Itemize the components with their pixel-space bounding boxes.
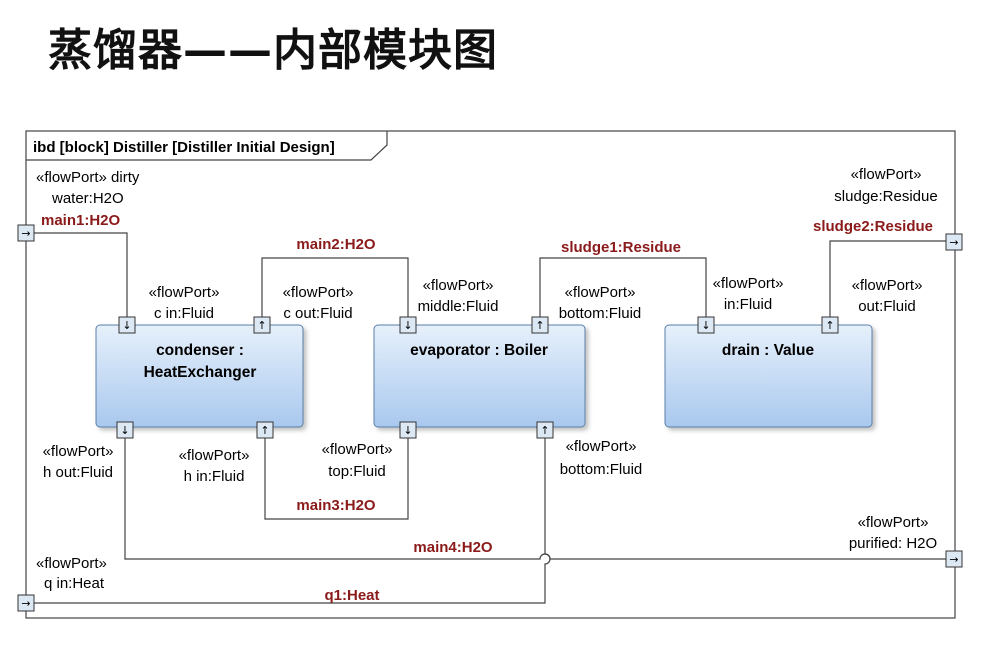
- connector-q1-label: q1:Heat: [324, 587, 379, 604]
- arrow-right-icon: →: [21, 227, 30, 240]
- port-evap-bottom-in[interactable]: ↑: [536, 421, 554, 439]
- arrow-up-icon: ↑: [535, 319, 544, 332]
- wire-q1: [34, 438, 551, 604]
- port-c-in-stereotype: «flowPort»: [149, 284, 220, 301]
- port-purified[interactable]: →: [945, 550, 963, 568]
- arrow-down-icon: ↓: [403, 319, 412, 332]
- port-q-in-name: q in:Heat: [44, 575, 105, 592]
- port-h-out-name: h out:Fluid: [43, 464, 113, 481]
- port-c-in[interactable]: ↓: [118, 316, 136, 334]
- block-drain-name: drain : Value: [722, 342, 815, 359]
- port-sludge-stereotype: «flowPort»: [851, 166, 922, 183]
- port-top-stereotype: «flowPort»: [322, 441, 393, 458]
- port-drain-out-name: out:Fluid: [858, 298, 916, 315]
- port-middle[interactable]: ↓: [399, 316, 417, 334]
- port-top-name: top:Fluid: [328, 463, 386, 480]
- port-h-in-stereotype: «flowPort»: [179, 447, 250, 464]
- connector-sludge1-label: sludge1:Residue: [561, 239, 681, 256]
- arrow-down-icon: ↓: [120, 424, 129, 437]
- connector-wires: [34, 232, 946, 604]
- port-evap-bottom-in-name: bottom:Fluid: [560, 461, 643, 478]
- arrow-up-icon: ↑: [540, 424, 549, 437]
- arrow-down-icon: ↓: [403, 424, 412, 437]
- port-purified-stereotype: «flowPort»: [858, 514, 929, 531]
- port-c-out[interactable]: ↑: [253, 316, 271, 334]
- port-q-in-stereotype: «flowPort»: [36, 555, 107, 572]
- connector-main3-label: main3:H2O: [296, 497, 376, 514]
- wire-main1: [34, 232, 128, 317]
- port-sludge-name: sludge:Residue: [834, 188, 937, 205]
- block-condenser-type: HeatExchanger: [144, 364, 257, 381]
- port-purified-name: purified: H2O: [849, 535, 937, 552]
- connector-labels: main1:H2O main2:H2O sludge1:Residue slud…: [41, 212, 933, 604]
- arrow-up-icon: ↑: [257, 319, 266, 332]
- block-evaporator-name: evaporator : Boiler: [410, 342, 548, 359]
- port-drain-in-stereotype: «flowPort»: [713, 275, 784, 292]
- port-h-out-stereotype: «flowPort»: [43, 443, 114, 460]
- frame-header-tab: [26, 131, 388, 161]
- port-middle-stereotype: «flowPort»: [423, 277, 494, 294]
- block-drain[interactable]: drain : Value: [664, 324, 873, 428]
- slide-title: 蒸馏器——内部模块图: [48, 25, 498, 76]
- arrow-down-icon: ↓: [122, 319, 131, 332]
- arrow-right-icon: →: [949, 553, 958, 566]
- connector-main1-label: main1:H2O: [41, 212, 121, 229]
- port-dirty-water-name: water:H2O: [51, 190, 124, 207]
- block-evaporator[interactable]: evaporator : Boiler: [373, 324, 586, 428]
- port-h-out[interactable]: ↓: [116, 421, 134, 439]
- port-evap-bottom-out-stereotype: «flowPort»: [565, 284, 636, 301]
- port-drain-out[interactable]: ↑: [821, 316, 839, 334]
- port-h-in-name: h in:Fluid: [184, 468, 245, 485]
- port-top[interactable]: ↓: [399, 421, 417, 439]
- connector-main4-label: main4:H2O: [413, 539, 493, 556]
- port-drain-out-stereotype: «flowPort»: [852, 277, 923, 294]
- port-evap-bottom-out-name: bottom:Fluid: [559, 305, 642, 322]
- port-dirty-water-stereotype: «flowPort» dirty: [36, 169, 140, 186]
- port-evap-bottom-out[interactable]: ↑: [531, 316, 549, 334]
- port-h-in[interactable]: ↑: [256, 421, 274, 439]
- frame-header: ibd [block] Distiller [Distiller Initial…: [33, 139, 335, 156]
- wire-main3: [264, 438, 409, 520]
- port-evap-bottom-in-stereotype: «flowPort»: [566, 438, 637, 455]
- connector-sludge2-label: sludge2:Residue: [813, 218, 933, 235]
- port-drain-in[interactable]: ↓: [697, 316, 715, 334]
- connector-main2-label: main2:H2O: [296, 236, 376, 253]
- wire-main2: [261, 257, 409, 317]
- arrow-right-icon: →: [949, 236, 958, 249]
- port-c-out-name: c out:Fluid: [283, 305, 352, 322]
- arrow-right-icon: →: [21, 597, 30, 610]
- port-q-in[interactable]: →: [17, 594, 35, 612]
- port-c-in-name: c in:Fluid: [154, 305, 214, 322]
- block-condenser-name: condenser :: [156, 342, 244, 359]
- port-sludge[interactable]: →: [945, 233, 963, 251]
- arrow-up-icon: ↑: [260, 424, 269, 437]
- arrow-down-icon: ↓: [701, 319, 710, 332]
- wire-sludge1: [539, 257, 707, 317]
- arrow-up-icon: ↑: [825, 319, 834, 332]
- block-condenser[interactable]: condenser : HeatExchanger: [95, 324, 304, 428]
- port-c-out-stereotype: «flowPort»: [283, 284, 354, 301]
- port-labels: «flowPort» dirty water:H2O «flowPort» q …: [36, 166, 938, 592]
- port-middle-name: middle:Fluid: [418, 298, 499, 315]
- port-dirty-water[interactable]: →: [17, 224, 35, 242]
- wire-sludge2: [829, 240, 946, 317]
- port-drain-in-name: in:Fluid: [724, 296, 772, 313]
